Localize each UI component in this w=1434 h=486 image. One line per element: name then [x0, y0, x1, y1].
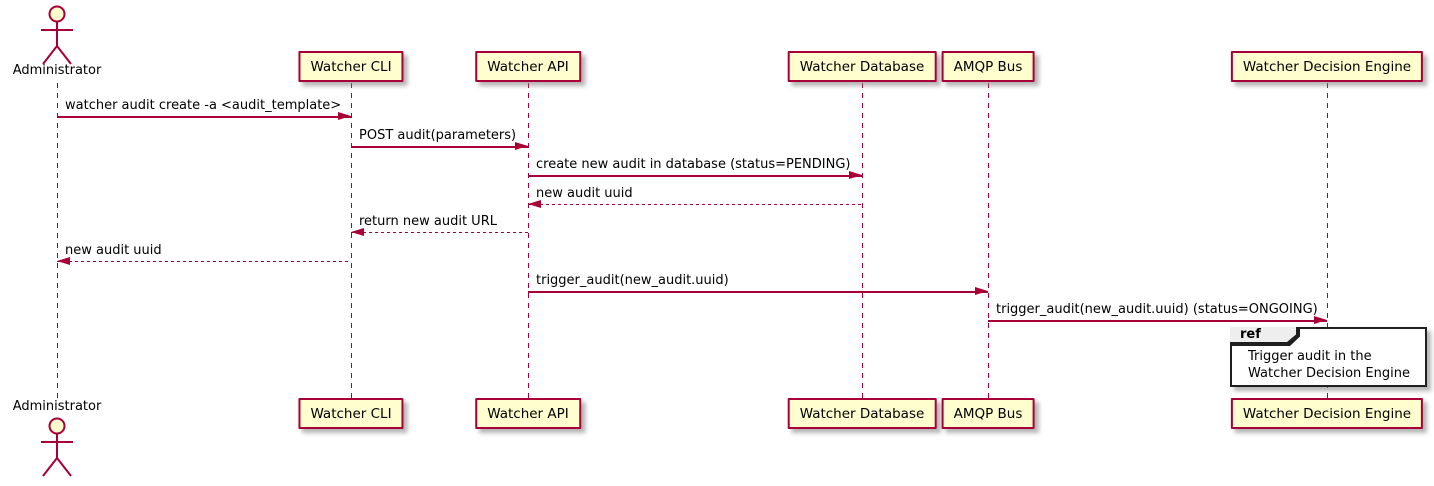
message-line-1 — [57, 116, 351, 118]
ref-tab: ref — [1230, 327, 1300, 346]
message-label-3: create new audit in database (status=PEN… — [536, 157, 851, 172]
actor-label-bottom: Administrator — [12, 399, 102, 414]
message-arrowhead-3 — [849, 171, 862, 180]
participant-bottom-watcher-decision-engine: Watcher Decision Engine — [1230, 398, 1424, 429]
message-label-4: new audit uuid — [536, 186, 633, 201]
message-arrowhead-1 — [338, 112, 351, 121]
message-label-1: watcher audit create -a <audit_template> — [65, 98, 342, 113]
message-label-7: trigger_audit(new_audit.uuid) — [536, 273, 729, 288]
message-line-7 — [528, 291, 988, 293]
message-arrowhead-4 — [528, 200, 541, 209]
lifeline-watcher-cli — [350, 83, 352, 398]
message-label-5: return new audit URL — [359, 214, 497, 229]
participant-bottom-amqp-bus: AMQP Bus — [941, 398, 1035, 429]
participant-top-watcher-decision-engine: Watcher Decision Engine — [1230, 51, 1424, 82]
lifeline-amqp-bus — [987, 83, 989, 398]
lifeline-watcher-api — [527, 83, 529, 398]
message-arrowhead-8 — [1314, 316, 1327, 325]
participant-top-amqp-bus: AMQP Bus — [941, 51, 1035, 82]
message-line-4 — [528, 204, 862, 206]
lifeline-watcher-database — [861, 83, 863, 398]
message-arrowhead-7 — [975, 287, 988, 296]
participant-bottom-watcher-database: Watcher Database — [787, 398, 937, 429]
participant-bottom-watcher-cli: Watcher CLI — [298, 398, 404, 429]
participant-top-watcher-cli: Watcher CLI — [298, 51, 404, 82]
ref-text-line-2: Watcher Decision Engine — [1248, 366, 1410, 381]
participant-top-watcher-api: Watcher API — [475, 51, 581, 82]
message-line-6 — [57, 261, 351, 263]
message-arrowhead-5 — [351, 228, 364, 237]
lifeline-watcher-decision-engine — [1326, 83, 1328, 398]
ref-text-line-1: Trigger audit in the — [1248, 349, 1372, 364]
stick-figure-icon — [41, 417, 73, 477]
ref-tab-fill: ref — [1230, 327, 1296, 342]
participant-bottom-watcher-api: Watcher API — [475, 398, 581, 429]
stick-figure-icon — [41, 5, 73, 65]
message-arrowhead-2 — [515, 142, 528, 151]
participant-top-watcher-database: Watcher Database — [787, 51, 937, 82]
message-line-8 — [988, 320, 1327, 322]
message-arrowhead-6 — [57, 257, 70, 266]
actor-figure-bottom — [29, 416, 85, 478]
message-label-6: new audit uuid — [65, 243, 162, 258]
message-line-3 — [528, 175, 862, 177]
actor-figure-top — [29, 4, 85, 66]
lifeline-administrator — [56, 83, 58, 398]
message-label-2: POST audit(parameters) — [359, 128, 517, 143]
message-line-2 — [351, 146, 528, 148]
message-label-8: trigger_audit(new_audit.uuid) (status=ON… — [996, 302, 1318, 317]
message-line-5 — [351, 232, 528, 234]
actor-label-top: Administrator — [12, 63, 102, 78]
ref-tab-label: ref — [1240, 327, 1261, 342]
